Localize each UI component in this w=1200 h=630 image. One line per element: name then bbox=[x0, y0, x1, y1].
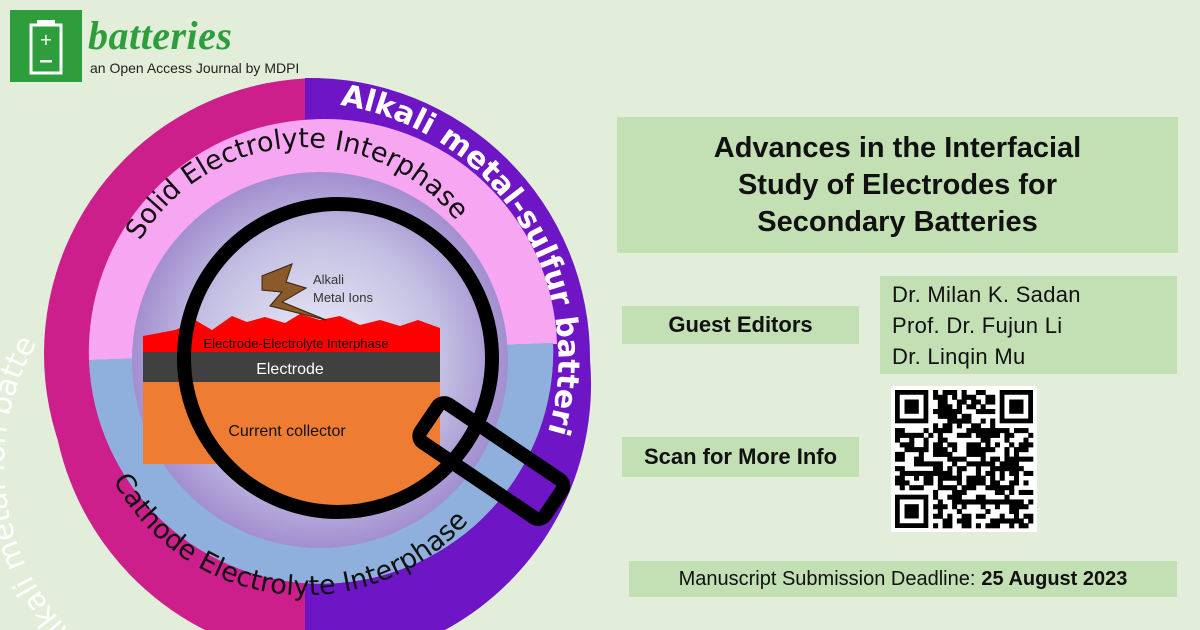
qr-code[interactable] bbox=[891, 386, 1037, 532]
interphase-graphic: Alkali Metal Ions Electrode-Electrolyte … bbox=[0, 0, 592, 630]
lightning-bolt-icon bbox=[261, 263, 327, 321]
interphase-slab bbox=[143, 316, 440, 352]
editor-name: Dr. Milan K. Sadan bbox=[892, 281, 1081, 307]
magnifier-lens-rim bbox=[177, 197, 499, 519]
journal-name: batteries bbox=[88, 13, 233, 58]
editor-name: Prof. Dr. Fujun Li bbox=[892, 312, 1063, 338]
interphase-label: Electrode-Electrolyte Interphase bbox=[204, 336, 389, 351]
special-issue-title: Advances in the Interfacial Study of Ele… bbox=[617, 117, 1178, 253]
journal-tagline: an Open Access Journal by MDPI bbox=[90, 60, 300, 76]
electrode-label: Electrode bbox=[256, 361, 324, 378]
ions-label-line1: Alkali bbox=[313, 272, 344, 287]
title-line-2: Study of Electrodes for bbox=[737, 168, 1058, 201]
ions-label-line2: Metal Ions bbox=[313, 290, 373, 305]
deadline-label: Manuscript Submission Deadline: bbox=[678, 567, 976, 590]
title-line-1: Advances in the Interfacial bbox=[713, 131, 1082, 164]
deadline-date: 25 August 2023 bbox=[981, 567, 1128, 590]
guest-editors-list: Dr. Milan K. Sadan Prof. Dr. Fujun Li Dr… bbox=[880, 276, 1177, 374]
battery-icon: + bbox=[29, 20, 63, 75]
magnifier-handle bbox=[412, 396, 571, 526]
svg-text:+: + bbox=[39, 30, 52, 49]
qr-code-icon bbox=[895, 390, 1034, 529]
guest-editors-label: Guest Editors bbox=[622, 306, 859, 344]
current-collector-label: Current collector bbox=[228, 423, 346, 440]
title-line-3: Secondary Batteries bbox=[757, 205, 1038, 238]
journal-logo: + bbox=[10, 10, 82, 82]
electrode-slab bbox=[143, 352, 440, 382]
deadline-banner: Manuscript Submission Deadline: 25 Augus… bbox=[629, 561, 1177, 597]
scan-label: Scan for More Info bbox=[622, 437, 859, 477]
editor-name: Dr. Linqin Mu bbox=[892, 343, 1026, 369]
